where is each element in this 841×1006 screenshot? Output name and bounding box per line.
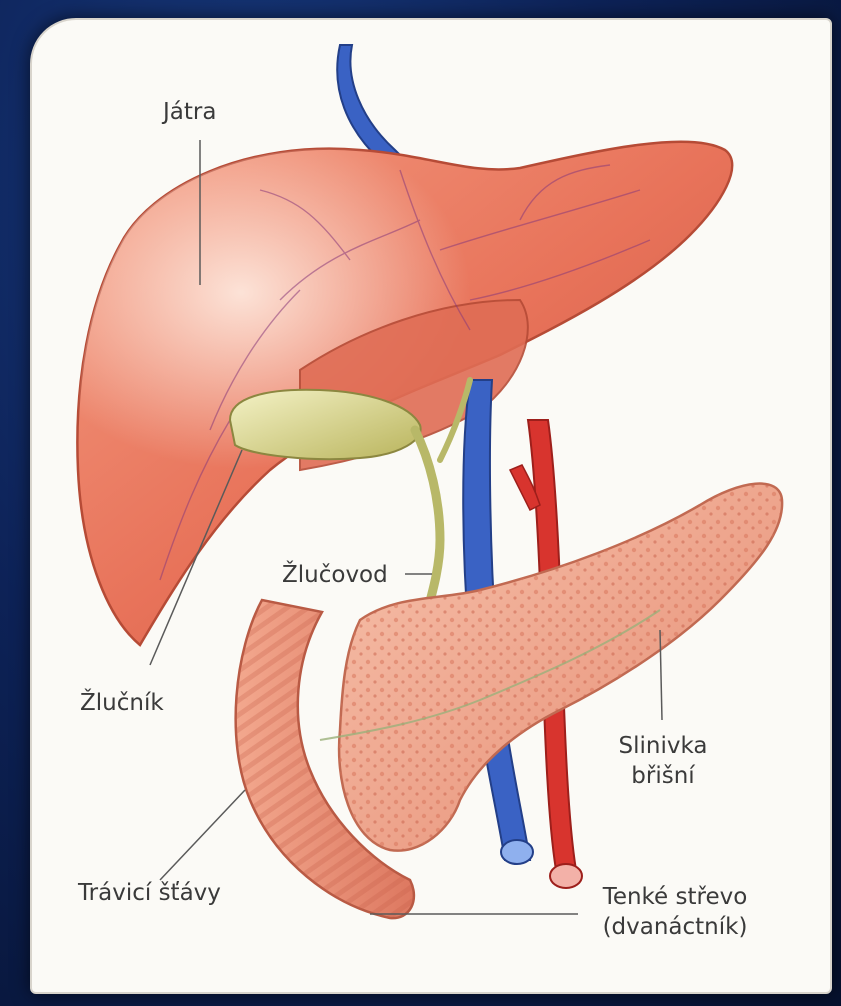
label-pancreas-line2: břišní <box>603 761 723 791</box>
label-liver: Játra <box>163 97 216 127</box>
label-digestive-juices: Trávicí šťávy <box>78 878 221 908</box>
label-small-intestine: Tenké střevo (dvanáctník) <box>580 882 770 942</box>
label-bile-duct: Žlučovod <box>282 560 388 590</box>
label-gallbladder: Žlučník <box>80 688 164 718</box>
label-intestine-line2: (dvanáctník) <box>580 912 770 942</box>
artery-opening <box>550 864 582 888</box>
bile-duct <box>415 430 440 620</box>
vein-opening <box>501 840 533 864</box>
label-pancreas: Slinivka břišní <box>603 731 723 791</box>
label-pancreas-line1: Slinivka <box>603 731 723 761</box>
label-intestine-line1: Tenké střevo <box>580 882 770 912</box>
